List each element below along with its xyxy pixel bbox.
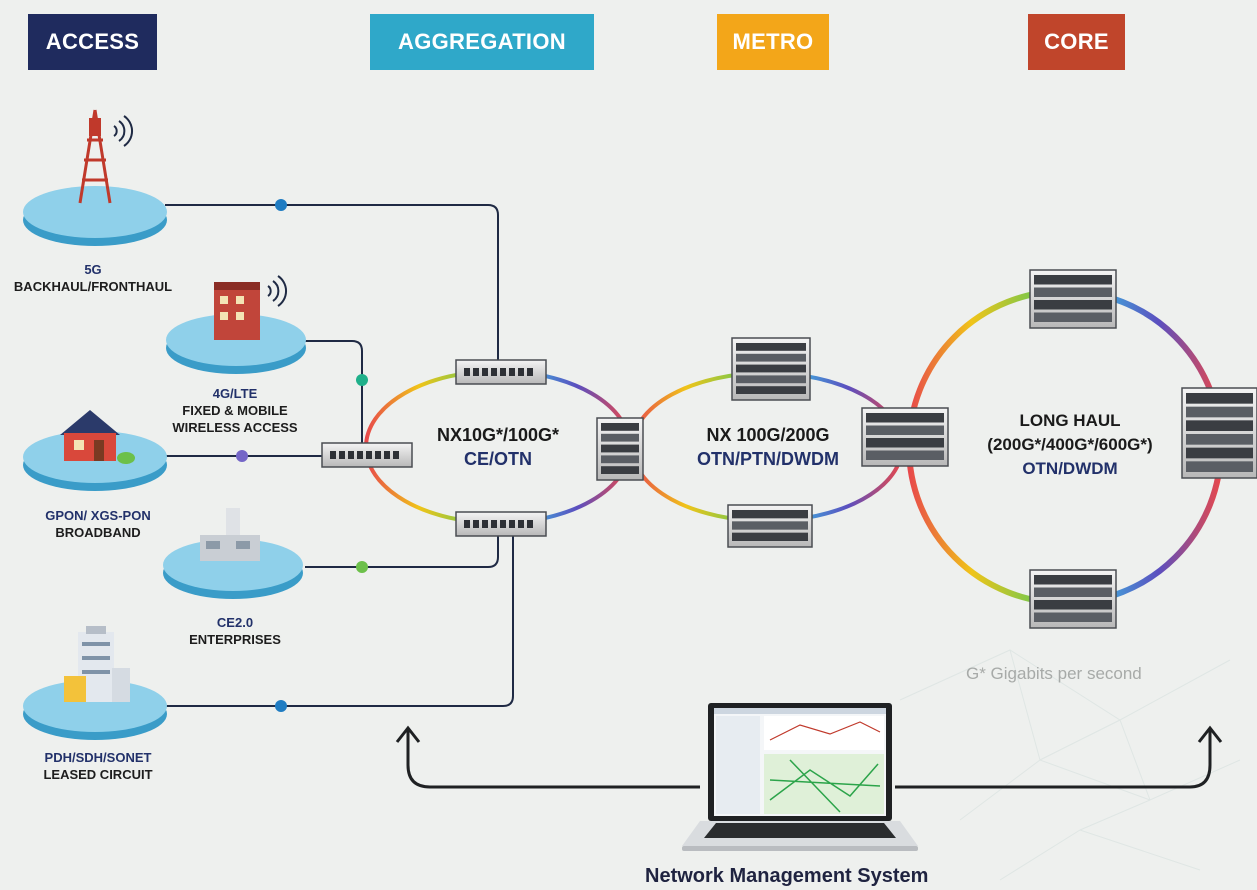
dot-pdh [275,700,287,712]
label-pdh: PDH/SDH/SONET LEASED CIRCUIT [10,749,186,783]
access-platforms [23,109,306,740]
background-mesh [899,649,1241,881]
platform-lte [166,275,306,374]
aggregation-ring-label: NX10G*/100G* CE/OTN [398,423,598,471]
aggregation-ring-subtitle: CE/OTN [463,449,532,469]
platform-5g [23,109,167,246]
core-right-chassis [1181,387,1257,479]
label-ce: CE2.0 ENTERPRISES [150,614,320,648]
core-ring-title: LONG HAUL [1019,411,1121,430]
label-5g: 5G BACKHAUL/FRONTHAUL [0,261,186,295]
building-icon [214,275,287,340]
dot-lte [356,374,368,386]
arrow-to-core [895,730,1212,789]
arrowhead-left [395,725,421,743]
tier-aggregation: AGGREGATION [370,14,594,70]
cell-tower-icon [78,109,133,204]
metro-top-shelf [731,337,811,401]
platform-ce [163,508,303,599]
label-lte-line1: 4G/LTE [212,386,258,401]
aggregation-ring-title: NX10G*/100G* [436,425,560,445]
link-ce [305,533,499,568]
link-5g [165,204,499,362]
agg-metro-shelf [596,417,644,481]
core-ring-title2: (200G*/400G*/600G*) [987,435,1153,454]
platform-pdh [23,626,167,740]
link-dots [236,199,368,712]
nms-arrows [395,725,1223,789]
metro-ring-subtitle: OTN/PTN/DWDM [697,449,839,469]
label-ce-line2: ENTERPRISES [189,632,281,647]
arrowhead-right [1197,725,1223,743]
label-pdh-line2: LEASED CIRCUIT [43,767,153,782]
label-5g-line1: 5G [84,262,102,277]
dot-5g [275,199,287,211]
label-gpon-line2: BROADBAND [55,525,141,540]
dot-ce [356,561,368,573]
arrow-to-aggregation [406,730,700,789]
core-ring-label: LONG HAUL (200G*/400G*/600G*) OTN/DWDM [950,409,1190,481]
metro-ring-title: NX 100G/200G [706,425,830,445]
label-5g-line2: BACKHAUL/FRONTHAUL [13,279,173,294]
access-links [165,204,514,707]
label-ce-line1: CE2.0 [216,615,254,630]
label-lte: 4G/LTE FIXED & MOBILE WIRELESS ACCESS [150,385,320,436]
metro-bottom-shelf [727,504,813,548]
label-lte-line3: WIRELESS ACCESS [172,420,298,435]
equipment [321,269,1257,629]
platform-gpon [23,410,167,491]
footnote: G* Gigabits per second [966,664,1142,683]
link-pdh [165,534,514,707]
tier-metro: METRO [717,14,829,70]
nms-laptop [682,703,918,851]
label-gpon-line1: GPON/ XGS-PON [45,508,151,523]
access-switch [321,442,413,468]
nms-label: Network Management System [645,865,929,887]
core-bottom-shelf [1029,569,1117,629]
dot-gpon [236,450,248,462]
house-icon [60,410,135,464]
agg-top-switch [455,359,547,385]
agg-bottom-switch [455,511,547,537]
core-ring-subtitle: OTN/DWDM [1022,459,1118,478]
tier-access: ACCESS [28,14,157,70]
metro-ring-label: NX 100G/200G OTN/PTN/DWDM [668,423,868,471]
label-gpon: GPON/ XGS-PON BROADBAND [10,507,186,541]
tier-core: CORE [1028,14,1125,70]
label-pdh-line1: PDH/SDH/SONET [44,750,152,765]
office-tower-icon [64,626,130,702]
label-lte-line2: FIXED & MOBILE [182,403,288,418]
factory-icon [200,508,260,561]
metro-core-shelf [861,407,949,467]
core-top-shelf [1029,269,1117,329]
link-lte [305,340,363,444]
